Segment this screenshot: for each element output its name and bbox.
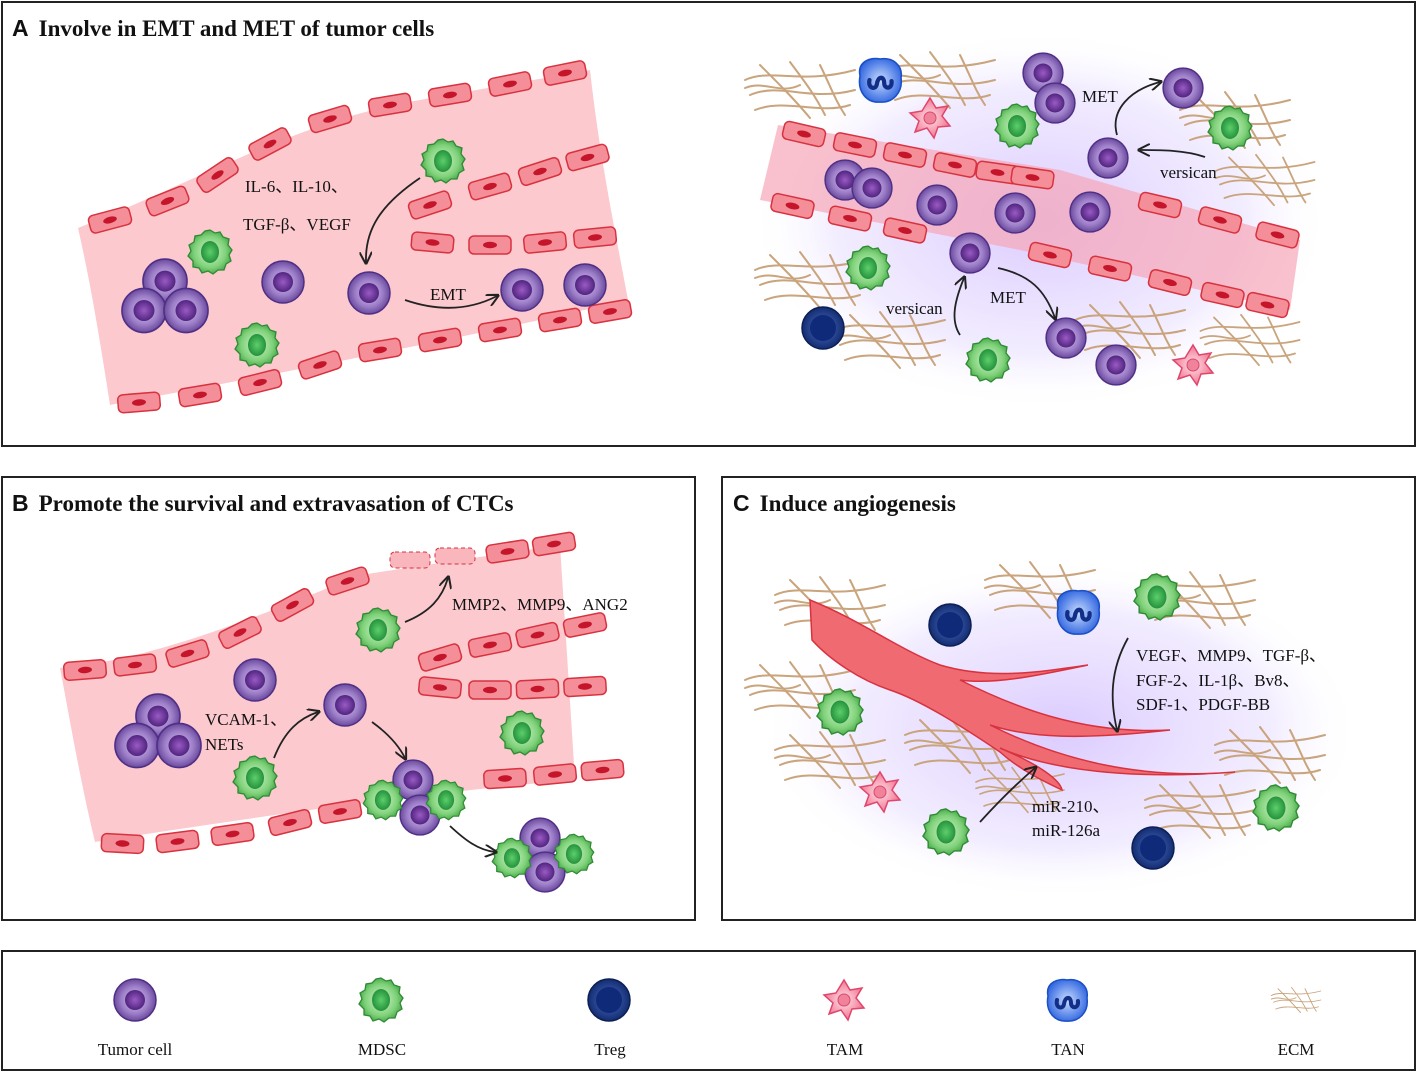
panel-a <box>1 1 1416 447</box>
legend-label-mdsc: MDSC <box>357 1040 407 1059</box>
legend-label-tumor: Tumor cell <box>97 1040 173 1059</box>
label-met-bottom: MET <box>990 288 1027 307</box>
panel-c-title-text: Induce angiogenesis <box>759 491 956 516</box>
arrow-cluster <box>371 721 405 758</box>
legend-label-tam: TAM <box>826 1040 864 1059</box>
vessel-lumen-a <box>78 70 628 405</box>
arrow-extravasate <box>449 825 495 852</box>
arrow-vcam <box>273 712 318 759</box>
panel-a-title-text: Involve in EMT and MET of tumor cells <box>38 16 435 41</box>
arrow-met-top <box>1114 82 1160 136</box>
label-vcam-2: NETs <box>205 735 243 754</box>
damaged-endothelial-cell <box>389 551 431 569</box>
panel-c <box>721 476 1416 921</box>
arrow-mmp <box>404 578 448 623</box>
label-mir-2: miR-126a <box>1032 821 1100 840</box>
label-versican-top: versican <box>1160 163 1217 182</box>
label-versican-bottom: versican <box>886 299 943 318</box>
panel-b-title: B Promote the survival and extravasation … <box>12 490 514 517</box>
legend-label-ecm: ECM <box>1277 1040 1315 1059</box>
label-factors-1: VEGF、MMP9、TGF-β、 <box>1136 646 1326 665</box>
label-factors-2: FGF-2、IL-1β、Bv8、 <box>1136 671 1300 690</box>
label-factors-3: SDF-1、PDGF-BB <box>1136 695 1270 714</box>
panel-c-title: C Induce angiogenesis <box>733 490 956 517</box>
panel-c-letter: C <box>733 490 750 516</box>
panel-b-letter: B <box>12 490 29 516</box>
panel-a-title: A Involve in EMT and MET of tumor cells <box>12 15 434 42</box>
panel-a-letter: A <box>12 15 29 41</box>
panel-b <box>1 476 696 921</box>
arrow-recruit-a <box>366 177 421 262</box>
vessel-lumen-b <box>60 545 575 842</box>
arrow-emt <box>404 296 497 309</box>
label-mmp: MMP2、MMP9、ANG2 <box>452 595 628 614</box>
label-vcam-1: VCAM-1、 <box>205 710 287 729</box>
arrow-mir <box>979 768 1035 823</box>
label-mir-1: miR-210、 <box>1032 797 1109 816</box>
damaged-endothelial-cell <box>434 547 476 565</box>
arrow-versican-top <box>1140 150 1206 158</box>
legend-panel <box>1 950 1416 1071</box>
label-cytokines-2: TGF-β、VEGF <box>243 215 351 234</box>
label-cytokines-1: IL-6、IL-10、 <box>245 177 348 196</box>
legend-label-treg: Treg <box>594 1040 626 1059</box>
legend-label-tan: TAN <box>1051 1040 1085 1059</box>
arrow-versican-bottom <box>953 278 964 336</box>
label-met-top: MET <box>1082 87 1119 106</box>
label-emt: EMT <box>430 285 467 304</box>
arrow-factors <box>1113 637 1129 730</box>
branching-blood-vessel <box>809 598 1236 792</box>
arrow-met-bottom <box>997 267 1055 318</box>
panel-b-title-text: Promote the survival and extravasation o… <box>38 491 514 516</box>
